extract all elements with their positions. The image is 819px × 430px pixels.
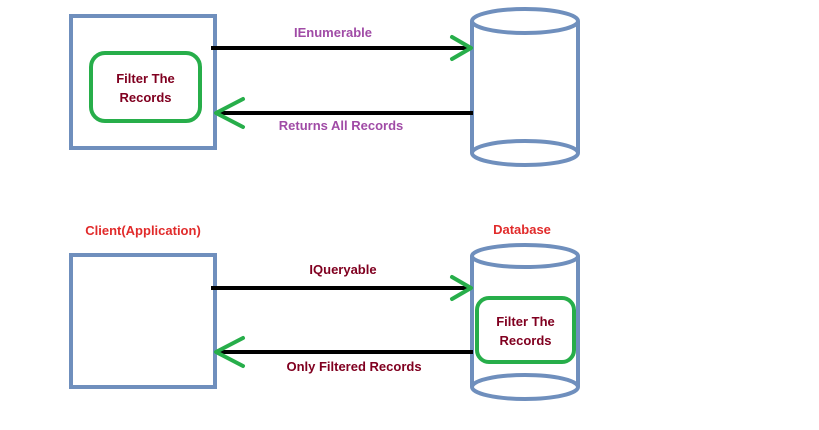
- bottom-filter-line2: Records: [499, 333, 552, 348]
- bottom-database-cylinder: [470, 243, 580, 401]
- top-database-cylinder: [470, 7, 580, 167]
- bottom-client-box: [69, 253, 217, 389]
- top-filter-text: Filter The Records: [91, 69, 200, 107]
- bottom-response-arrow: [214, 336, 473, 368]
- top-request-arrow: [211, 35, 473, 61]
- bottom-filter-text: Filter The Records: [477, 312, 574, 350]
- top-filter-line1: Filter The: [116, 71, 175, 86]
- top-filter-line2: Records: [119, 90, 172, 105]
- bottom-filter-box: [475, 296, 576, 364]
- top-filter-box: [89, 51, 202, 123]
- top-client-box: [69, 14, 217, 150]
- top-response-arrow: [214, 97, 473, 129]
- client-label: Client(Application): [85, 223, 201, 238]
- bottom-response-label: Only Filtered Records: [286, 359, 422, 374]
- top-response-label: Returns All Records: [278, 118, 404, 133]
- bottom-filter-line1: Filter The: [496, 314, 555, 329]
- bottom-request-arrow: [211, 275, 473, 301]
- bottom-request-label: IQueryable: [309, 262, 377, 277]
- top-request-label: IEnumerable: [293, 25, 373, 40]
- database-label: Database: [493, 222, 551, 237]
